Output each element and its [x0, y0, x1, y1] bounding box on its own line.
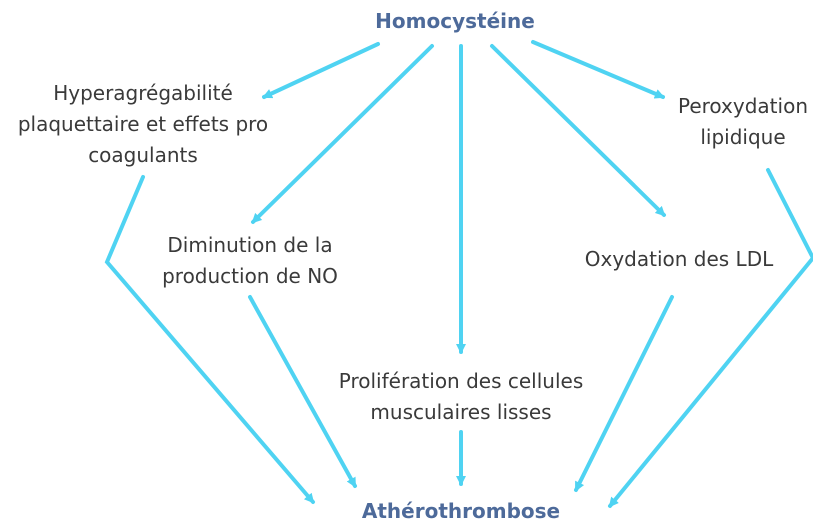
arrow-homocysteine-to-hyperagregabilite: [262, 42, 380, 99]
node-peroxydation-line2: lipidique: [700, 125, 786, 149]
node-hyperagregabilite: Hyperagrégabilité plaquettaire et effets…: [0, 78, 286, 171]
node-diminution-no: Diminution de la production de NO: [138, 230, 362, 292]
node-oxydation-ldl-label: Oxydation des LDL: [584, 247, 774, 271]
arrow-homocysteine-to-oxydation-ldl: [490, 44, 666, 217]
arrow-homocysteine-to-diminution-no: [251, 44, 434, 224]
node-hyperagregabilite-line2: plaquettaire et effets pro: [17, 112, 269, 136]
arrow-diminution-no-to-atherothrombose: [248, 295, 357, 488]
node-oxydation-ldl: Oxydation des LDL: [566, 244, 792, 275]
node-diminution-no-line2: production de NO: [162, 264, 338, 288]
arrow-hyperagregabilite-to-atherothrombose: [104, 175, 315, 504]
node-atherothrombose: Athérothrombose: [341, 496, 581, 527]
node-homocysteine: Homocystéine: [355, 6, 555, 37]
node-hyperagregabilite-line3: coagulants: [88, 143, 198, 167]
node-homocysteine-label: Homocystéine: [375, 9, 535, 33]
node-hyperagregabilite-line1: Hyperagrégabilité: [53, 81, 233, 105]
node-peroxydation: Peroxydation lipidique: [668, 91, 813, 153]
node-proliferation-line1: Prolifération des cellules: [338, 369, 584, 393]
node-proliferation-line2: musculaires lisses: [370, 400, 552, 424]
arrow-oxydation-ldl-to-atherothrombose: [574, 295, 674, 492]
arrow-peroxydation-to-atherothrombose: [608, 168, 813, 508]
node-diminution-no-line1: Diminution de la: [167, 233, 333, 257]
arrow-homocysteine-to-peroxydation: [531, 40, 665, 99]
node-proliferation: Prolifération des cellules musculaires l…: [316, 366, 606, 428]
node-atherothrombose-label: Athérothrombose: [361, 499, 561, 523]
node-peroxydation-line1: Peroxydation: [678, 94, 808, 118]
